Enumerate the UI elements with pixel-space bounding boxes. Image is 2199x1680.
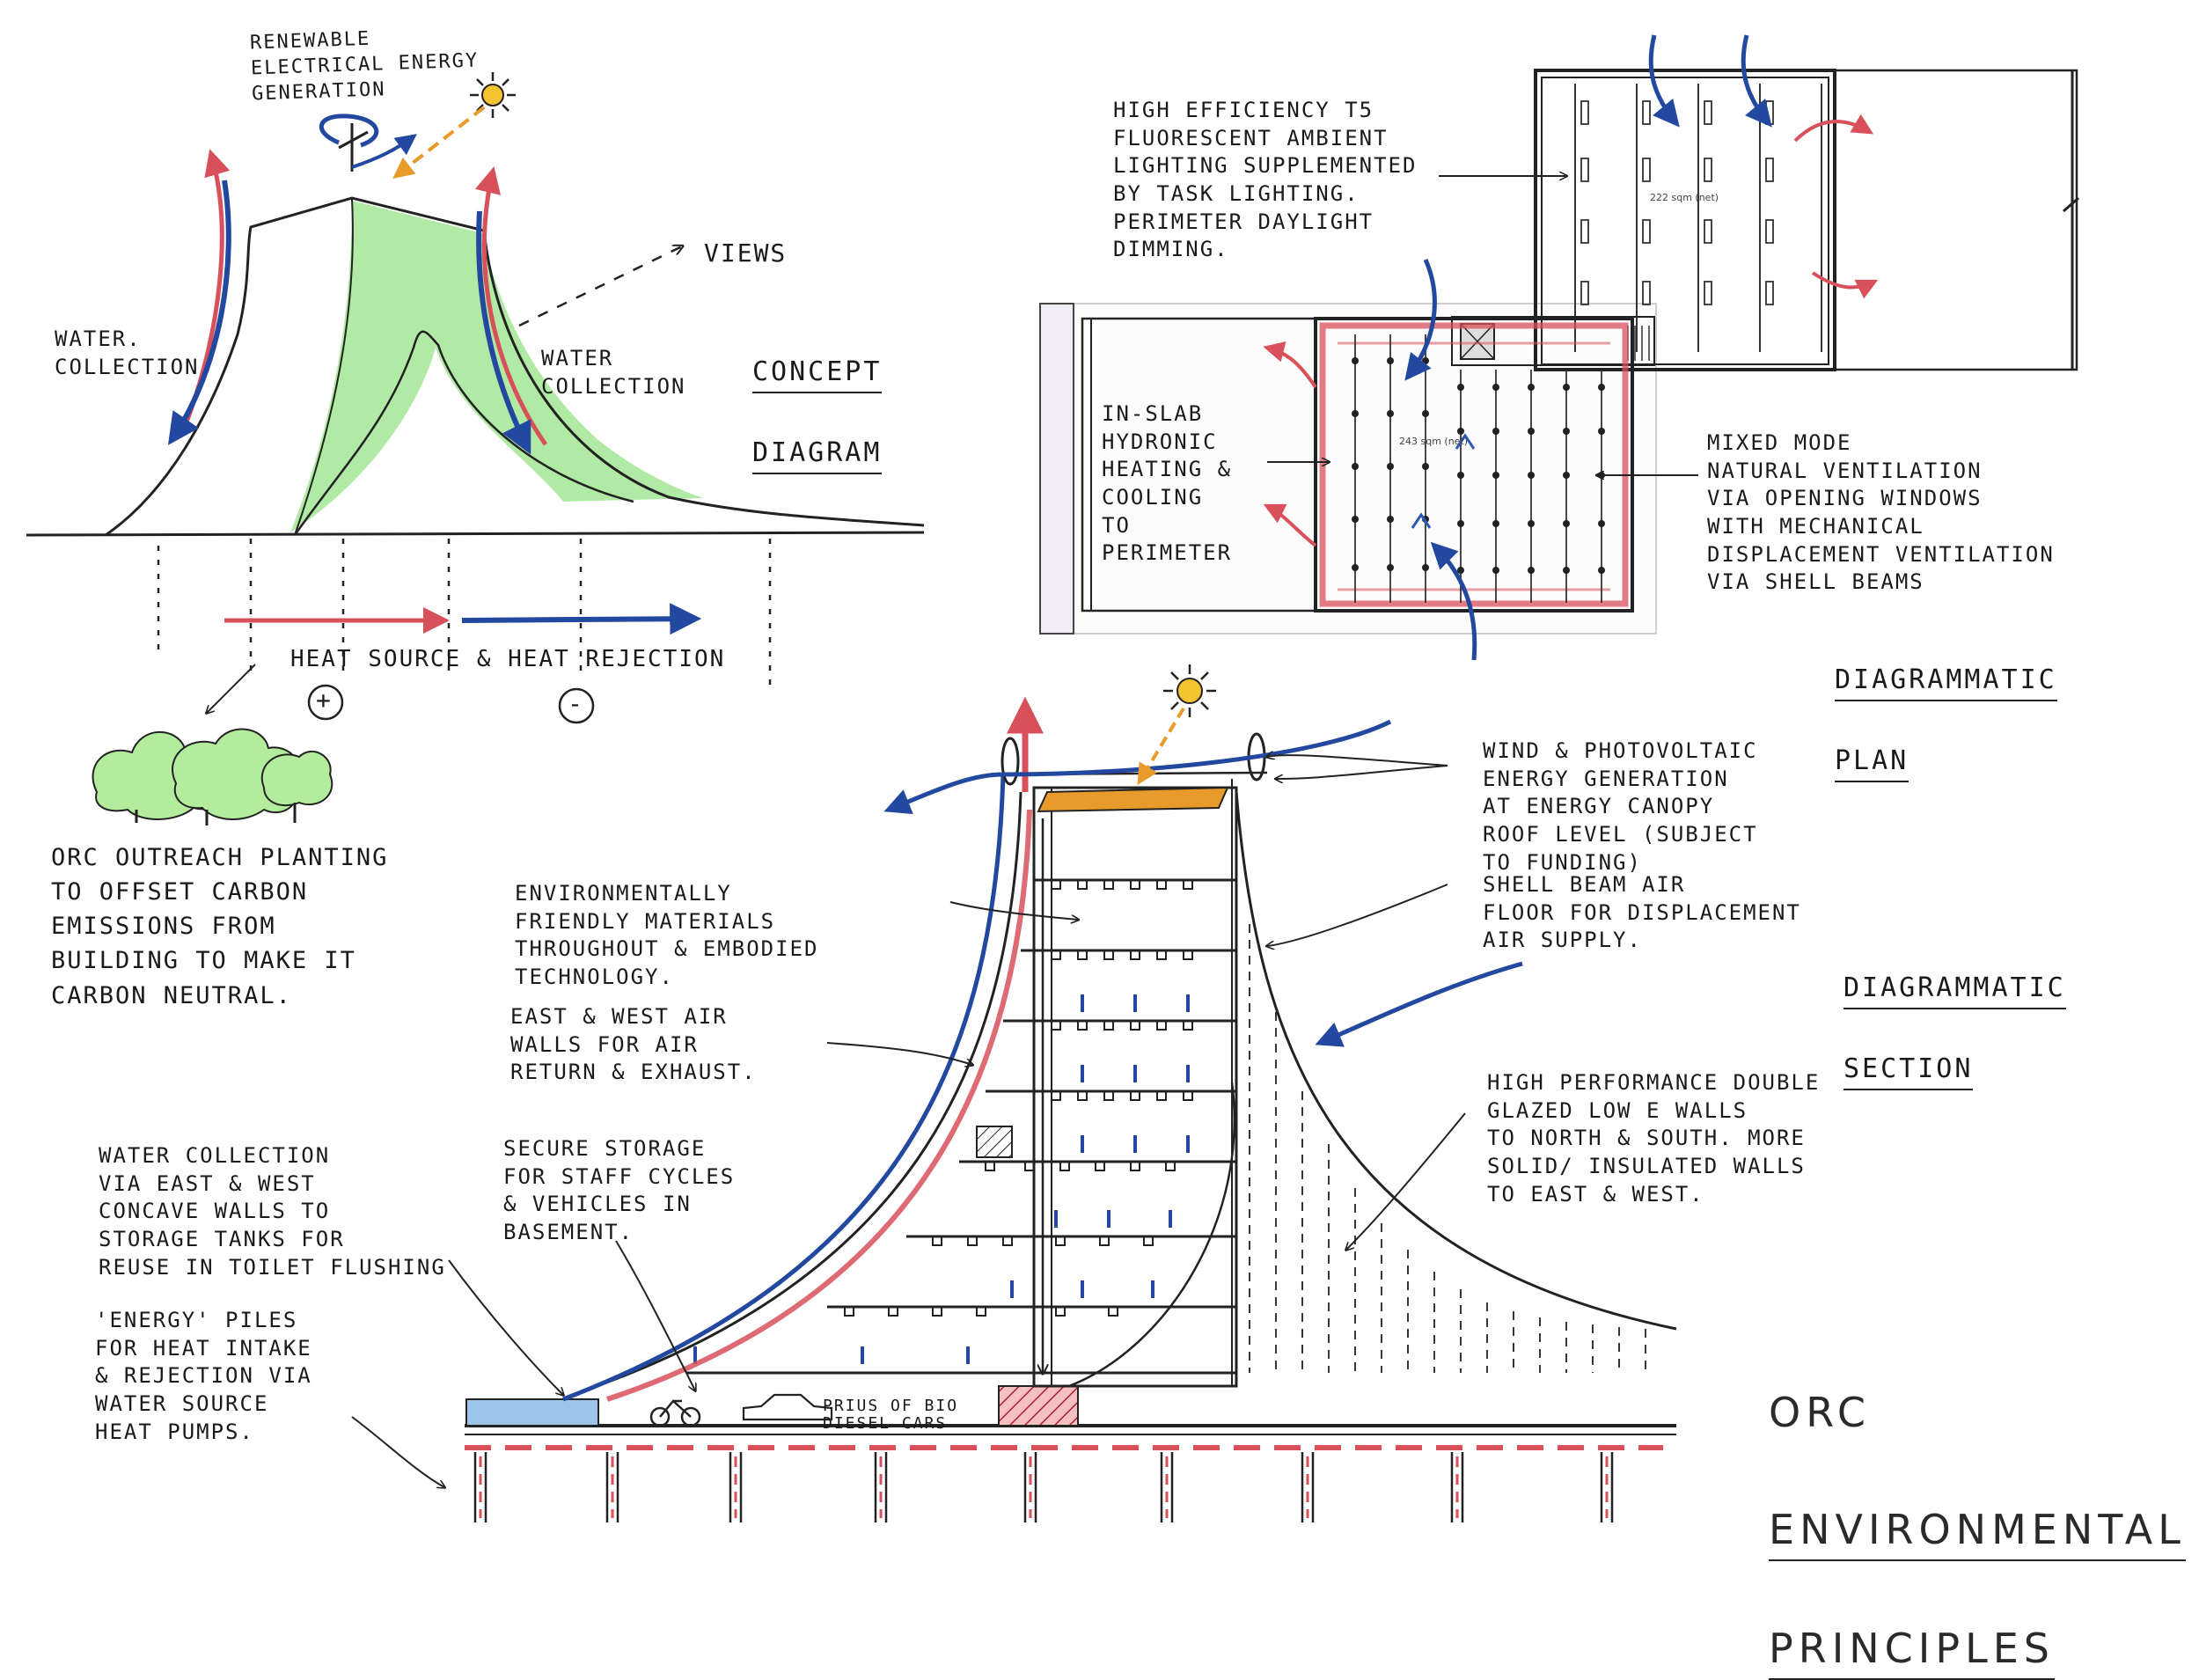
- section-diagram-title: DIAGRAMMATIC SECTION: [1843, 928, 2066, 1090]
- plant-room: [998, 1385, 1079, 1427]
- plan-red-arrow-4: [1263, 503, 1317, 547]
- west-concave-wall: [571, 791, 1023, 1397]
- section-leaders: [351, 755, 1466, 1487]
- heat-zone-dividers: [157, 539, 772, 691]
- east-blue-wind: [1315, 961, 1523, 1047]
- plus-circle: [307, 684, 344, 721]
- turbine-rotor-icon: [319, 114, 379, 148]
- plan-red-arrow-1: [1793, 114, 1874, 143]
- bicycle-icon: [649, 1399, 701, 1427]
- sketch-canvas: [26, 34, 2079, 1522]
- radiant-loops: [1338, 341, 1610, 591]
- energy-piles-label: 'ENERGY' PILES FOR HEAT INTAKE & REJECTI…: [95, 1308, 312, 1444]
- hydronic-label: IN-SLAB HYDRONIC HEATING & COOLING TO PE…: [1102, 401, 1233, 566]
- plan-diagram: [1039, 34, 2079, 661]
- renewable-energy-label: RENEWABLE ELECTRICAL ENERGY GENERATION: [249, 27, 480, 106]
- concept-outline: [105, 196, 925, 537]
- plan-paper: [1039, 303, 1657, 635]
- plan-blue-arrow-2: [1741, 34, 1772, 128]
- sun-icon: [470, 72, 516, 118]
- plan-blue-arrow-4: [1430, 541, 1477, 661]
- right-red-arrow: [474, 166, 548, 446]
- title-line-1: ORC: [1769, 1388, 1871, 1436]
- lighting-label: HIGH EFFICIENCY T5 FLUORESCENT AMBIENT L…: [1113, 98, 1418, 262]
- materials-label: ENVIRONMENTALLY FRIENDLY MATERIALS THROU…: [515, 881, 819, 990]
- section-title-line1: DIAGRAMMATIC: [1843, 968, 2066, 1009]
- plan-red-arrow-3: [1263, 341, 1317, 389]
- turbine-blue-arrow: [351, 134, 417, 169]
- left-red-arrow: [182, 149, 231, 428]
- tower-core: [1032, 786, 1238, 1388]
- supply-air-arrows: [693, 994, 1190, 1364]
- mixed-mode-label: MIXED MODE NATURAL VENTILATION VIA OPENI…: [1707, 430, 2055, 595]
- water-collection-section-label: WATER COLLECTION VIA EAST & WEST CONCAVE…: [99, 1143, 446, 1280]
- heat-rejection-arrow: [461, 603, 702, 635]
- plus-sign: +: [316, 686, 333, 715]
- secure-storage-label: SECURE STORAGE FOR STAFF CYCLES & VEHICL…: [503, 1136, 736, 1245]
- east-concave-wall: [1235, 791, 1677, 1331]
- water-collection-left-label: WATER. COLLECTION: [55, 326, 200, 379]
- plan-title-line1: DIAGRAMMATIC: [1835, 660, 2057, 701]
- views-arrow: [518, 246, 682, 327]
- shell-beams: [844, 880, 1193, 1317]
- west-blue-water: [562, 774, 1006, 1402]
- minus-circle: [558, 687, 595, 724]
- lower-area-label: 243 sqm (net): [1399, 436, 1469, 447]
- air-walls-label: EAST & WEST AIR WALLS FOR AIR RETURN & E…: [510, 1004, 757, 1085]
- upper-area-label: 222 sqm (net): [1650, 192, 1719, 203]
- bio-diesel-label: PRIUS OF BIO DIESEL CARS: [823, 1397, 959, 1433]
- heat-source-rejection-label: HEAT SOURCE & HEAT REJECTION: [290, 646, 726, 672]
- east-glazing-hatch: [1249, 924, 1646, 1373]
- left-blue-arrow: [167, 180, 231, 445]
- water-storage-tank: [465, 1398, 599, 1427]
- west-red-air: [606, 809, 1032, 1402]
- plan-blue-arrow-3: [1404, 258, 1437, 381]
- concept-title-line2: DIAGRAM: [752, 433, 883, 474]
- roof-blue-wind: [883, 719, 1392, 815]
- section-title-line2: SECTION: [1843, 1049, 1974, 1090]
- concept-diagram: [26, 72, 925, 825]
- pv-canopy: [1037, 786, 1229, 813]
- cycle-store-hatch: [976, 1126, 1013, 1158]
- minus-sign: -: [568, 689, 584, 718]
- section-sun-ray: [1137, 707, 1185, 786]
- energy-piles: [473, 1452, 1614, 1522]
- outreach-planting-label: ORC OUTREACH PLANTING TO OFFSET CARBON E…: [51, 844, 389, 1009]
- concept-inner-left: [294, 198, 354, 536]
- floor-plates: [686, 878, 1236, 1375]
- sun-icon-section: [1163, 664, 1216, 717]
- water-collection-right-label: WATER COLLECTION: [541, 346, 686, 399]
- plan-diagram-title: DIAGRAMMATIC PLAN: [1835, 620, 2057, 782]
- wind-pv-label: WIND & PHOTOVOLTAIC ENERGY GENERATION AT…: [1483, 738, 1758, 875]
- views-label: VIEWS: [704, 238, 788, 268]
- right-blue-arrow: [476, 210, 531, 455]
- title-line-3: PRINCIPLES: [1769, 1619, 2055, 1680]
- ground-line: [26, 531, 925, 537]
- plan-title-line2: PLAN: [1835, 741, 1909, 782]
- section-diagram: [351, 664, 1677, 1522]
- planting-pointer: [207, 664, 256, 713]
- shell-beam-label: SHELL BEAM AIR FLOOR FOR DISPLACEMENT AI…: [1483, 872, 1801, 953]
- plan-blue-arrow-1: [1648, 34, 1680, 128]
- concept-title-line1: CONCEPT: [752, 352, 883, 393]
- glazed-walls-label: HIGH PERFORMANCE DOUBLE GLAZED LOW E WAL…: [1487, 1070, 1821, 1207]
- sheet-title: ORC ENVIRONMENTAL PRINCIPLES: [1769, 1324, 2186, 1680]
- car-icon: [742, 1393, 833, 1421]
- concept-diagram-title: CONCEPT DIAGRAM: [752, 312, 883, 474]
- plan-red-arrow-2: [1811, 271, 1879, 299]
- trees-icon: [92, 728, 334, 825]
- title-line-2: ENVIRONMENTAL: [1769, 1500, 2186, 1561]
